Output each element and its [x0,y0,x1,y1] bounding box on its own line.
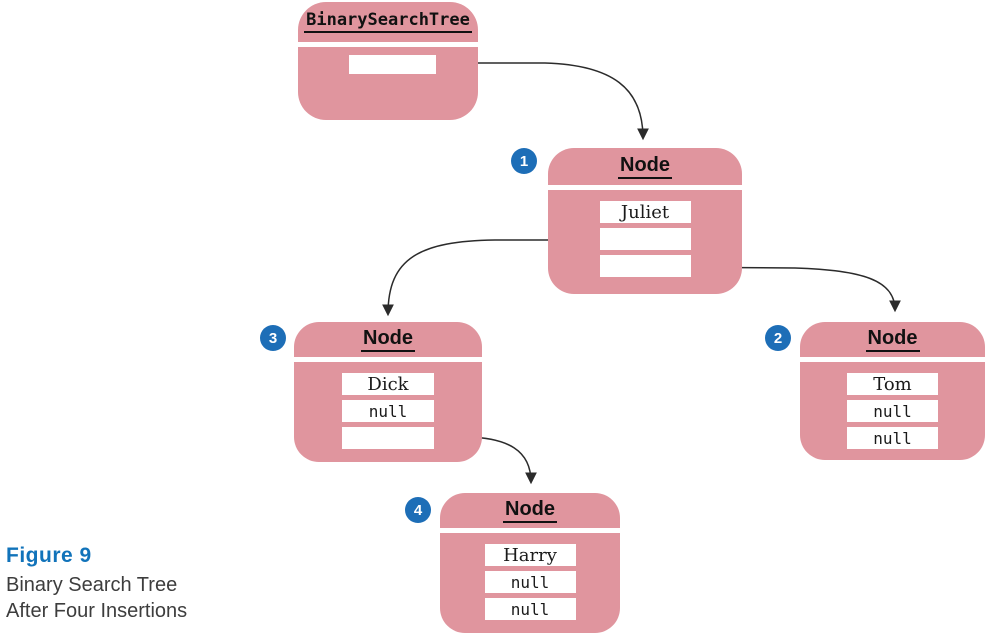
insertion-order-badge-2: 2 [765,325,791,351]
node1-data-field: Juliet [599,201,691,223]
node3-data-field: Dick [342,373,434,395]
node3-right-field [342,427,434,449]
node1-right-field [599,255,691,277]
bst-root-field [349,55,436,74]
caption-line-1: Binary Search Tree [6,574,178,596]
node4-data-field: Harry [484,544,576,566]
node1-left-field [599,228,691,250]
bst-object-box: BinarySearchTree [298,2,478,120]
node-box-harry: Node Harry null null [440,493,620,633]
node4-left-field: null [484,571,576,593]
node4-title: Node [503,498,557,523]
insertion-order-badge-4: 4 [405,497,431,523]
node1-separator [548,185,742,190]
node-box-tom: Node Tom null null [800,322,985,460]
node2-separator [800,357,985,362]
node1-header: Node [548,148,742,185]
insertion-order-badge-3: 3 [260,325,286,351]
node2-right-field: null [847,427,938,449]
node3-header: Node [294,322,482,357]
node2-body: Tom null null [800,362,985,460]
insertion-order-badge-1: 1 [511,148,537,174]
node4-header: Node [440,493,620,528]
bst-body [298,47,478,120]
node4-body: Harry null null [440,533,620,633]
node-box-juliet: Node Juliet [548,148,742,294]
node3-separator [294,357,482,362]
bst-separator [298,42,478,47]
bst-header: BinarySearchTree [298,2,478,42]
node4-separator [440,528,620,533]
figure-caption: Figure 9 Binary Search Tree After Four I… [6,544,266,624]
node2-left-field: null [847,400,938,422]
bst-title: BinarySearchTree [304,11,472,33]
node1-title: Node [618,154,672,179]
node2-data-field: Tom [847,373,938,395]
node4-right-field: null [484,598,576,620]
node-box-dick: Node Dick null [294,322,482,462]
node1-body: Juliet [548,190,742,294]
caption-line-2: After Four Insertions [6,600,188,622]
node2-header: Node [800,322,985,357]
node3-body: Dick null [294,362,482,462]
node3-left-field: null [342,400,434,422]
figure-label: Figure 9 [6,544,92,567]
node2-title: Node [865,327,920,352]
node3-title: Node [361,327,415,352]
